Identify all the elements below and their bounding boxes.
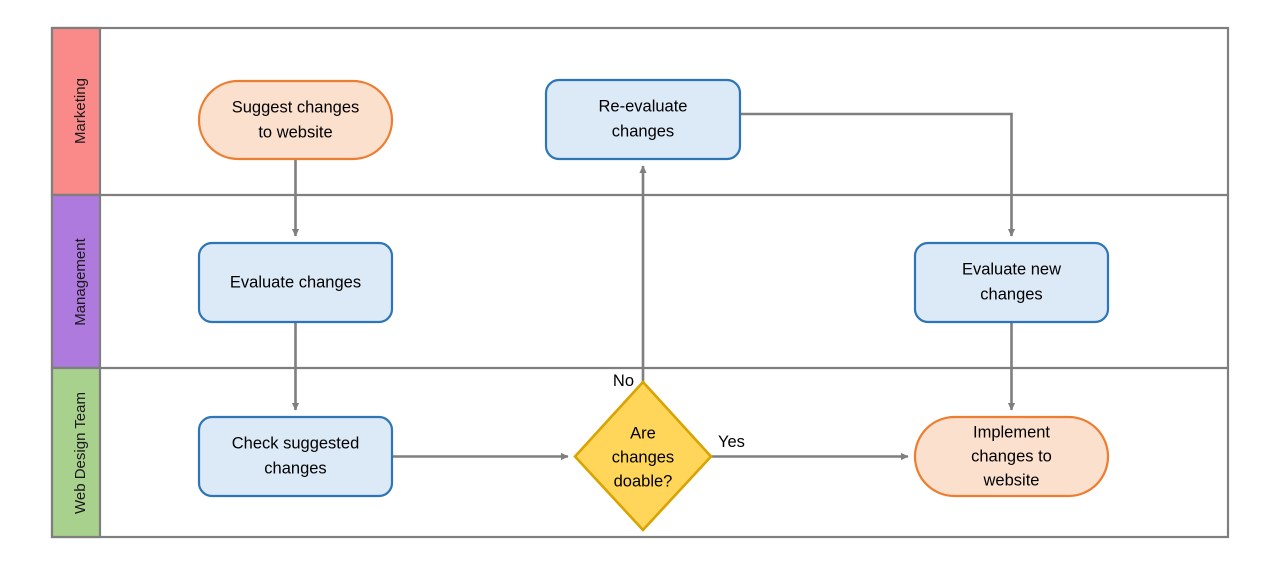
edge-label-yes: Yes <box>718 433 745 451</box>
node-label-line-1: Suggest changes <box>232 98 360 116</box>
node-shape-diamond[interactable] <box>573 380 713 532</box>
node-shape-stadium[interactable] <box>197 79 394 161</box>
lane-management: Management <box>50 193 1228 370</box>
node-label-line-1: Check suggested <box>232 434 360 452</box>
lane-marketing: Marketing <box>50 26 1228 197</box>
node-check-suggested-changes[interactable]: Check suggested changes <box>197 415 394 498</box>
node-label-line-2: changes to <box>971 447 1052 465</box>
node-label-line-2: changes <box>612 448 674 466</box>
lane-header-management <box>50 193 102 370</box>
lane-label-web-design-team: Web Design Team <box>72 392 89 514</box>
node-implement-changes[interactable]: Implement changes to website <box>913 415 1110 498</box>
node-shape-stadium[interactable] <box>913 415 1110 498</box>
node-shape-rounded-rect[interactable] <box>197 415 394 498</box>
node-label-line-2: to website <box>258 123 332 141</box>
lane-web-design-team: Web Design Team <box>50 366 102 539</box>
node-label-line-3: website <box>983 471 1040 489</box>
lane-label-management: Management <box>72 237 89 325</box>
node-are-changes-doable[interactable]: Are changes doable? <box>573 380 713 532</box>
connectors <box>291 112 1016 461</box>
node-re-evaluate-changes[interactable]: Re-evaluate changes <box>544 78 742 161</box>
node-shape-rounded-rect[interactable] <box>197 241 394 324</box>
node-label-line-1: Evaluate changes <box>230 273 361 291</box>
node-label-line-1: Are <box>630 424 656 442</box>
node-shape-rounded-rect[interactable] <box>913 241 1110 324</box>
edge-label-no: No <box>613 372 634 390</box>
node-evaluate-changes[interactable]: Evaluate changes <box>197 241 394 324</box>
node-suggest-changes[interactable]: Suggest changes to website <box>197 79 394 161</box>
lane-header-web-design-team <box>50 366 102 539</box>
node-shape-rounded-rect[interactable] <box>544 78 742 161</box>
node-evaluate-new-changes[interactable]: Evaluate new changes <box>913 241 1110 324</box>
node-label-line-2: changes <box>612 122 674 140</box>
node-label-line-2: changes <box>980 285 1042 303</box>
node-label-line-1: Evaluate new <box>962 260 1061 278</box>
node-label-line-3: doable? <box>614 472 673 490</box>
node-label-line-1: Re-evaluate <box>599 97 688 115</box>
node-label-line-1: Implement <box>973 423 1050 441</box>
lane-label-marketing: Marketing <box>72 78 89 144</box>
edge-reevaluate-to-evaluate-new <box>740 112 1016 237</box>
lane-header-marketing <box>50 26 102 197</box>
node-label-line-2: changes <box>264 459 326 477</box>
